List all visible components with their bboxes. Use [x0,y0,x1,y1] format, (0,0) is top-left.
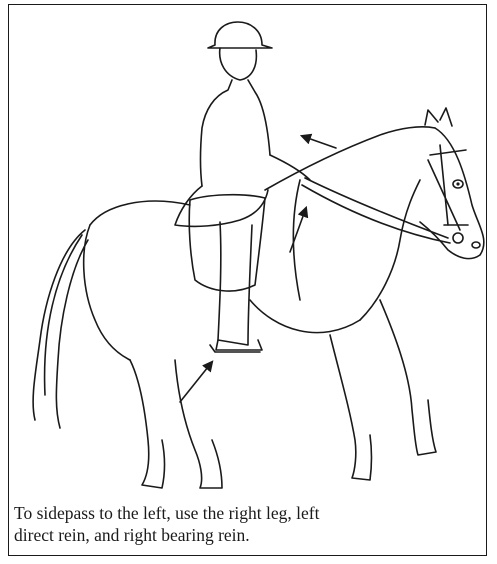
horse-and-rider-illustration [0,0,497,500]
caption-line: To sidepass to the left, use the right l… [14,502,484,524]
horse-tail [33,230,88,428]
saddle [189,195,265,291]
reins [302,178,450,243]
caption-line: direct rein, and right bearing rein. [14,524,484,546]
cue-arrows [180,136,336,402]
horse-head [420,108,484,259]
figure-caption: To sidepass to the left, use the right l… [14,502,484,546]
horse-legs [130,300,436,488]
rider [175,22,310,352]
